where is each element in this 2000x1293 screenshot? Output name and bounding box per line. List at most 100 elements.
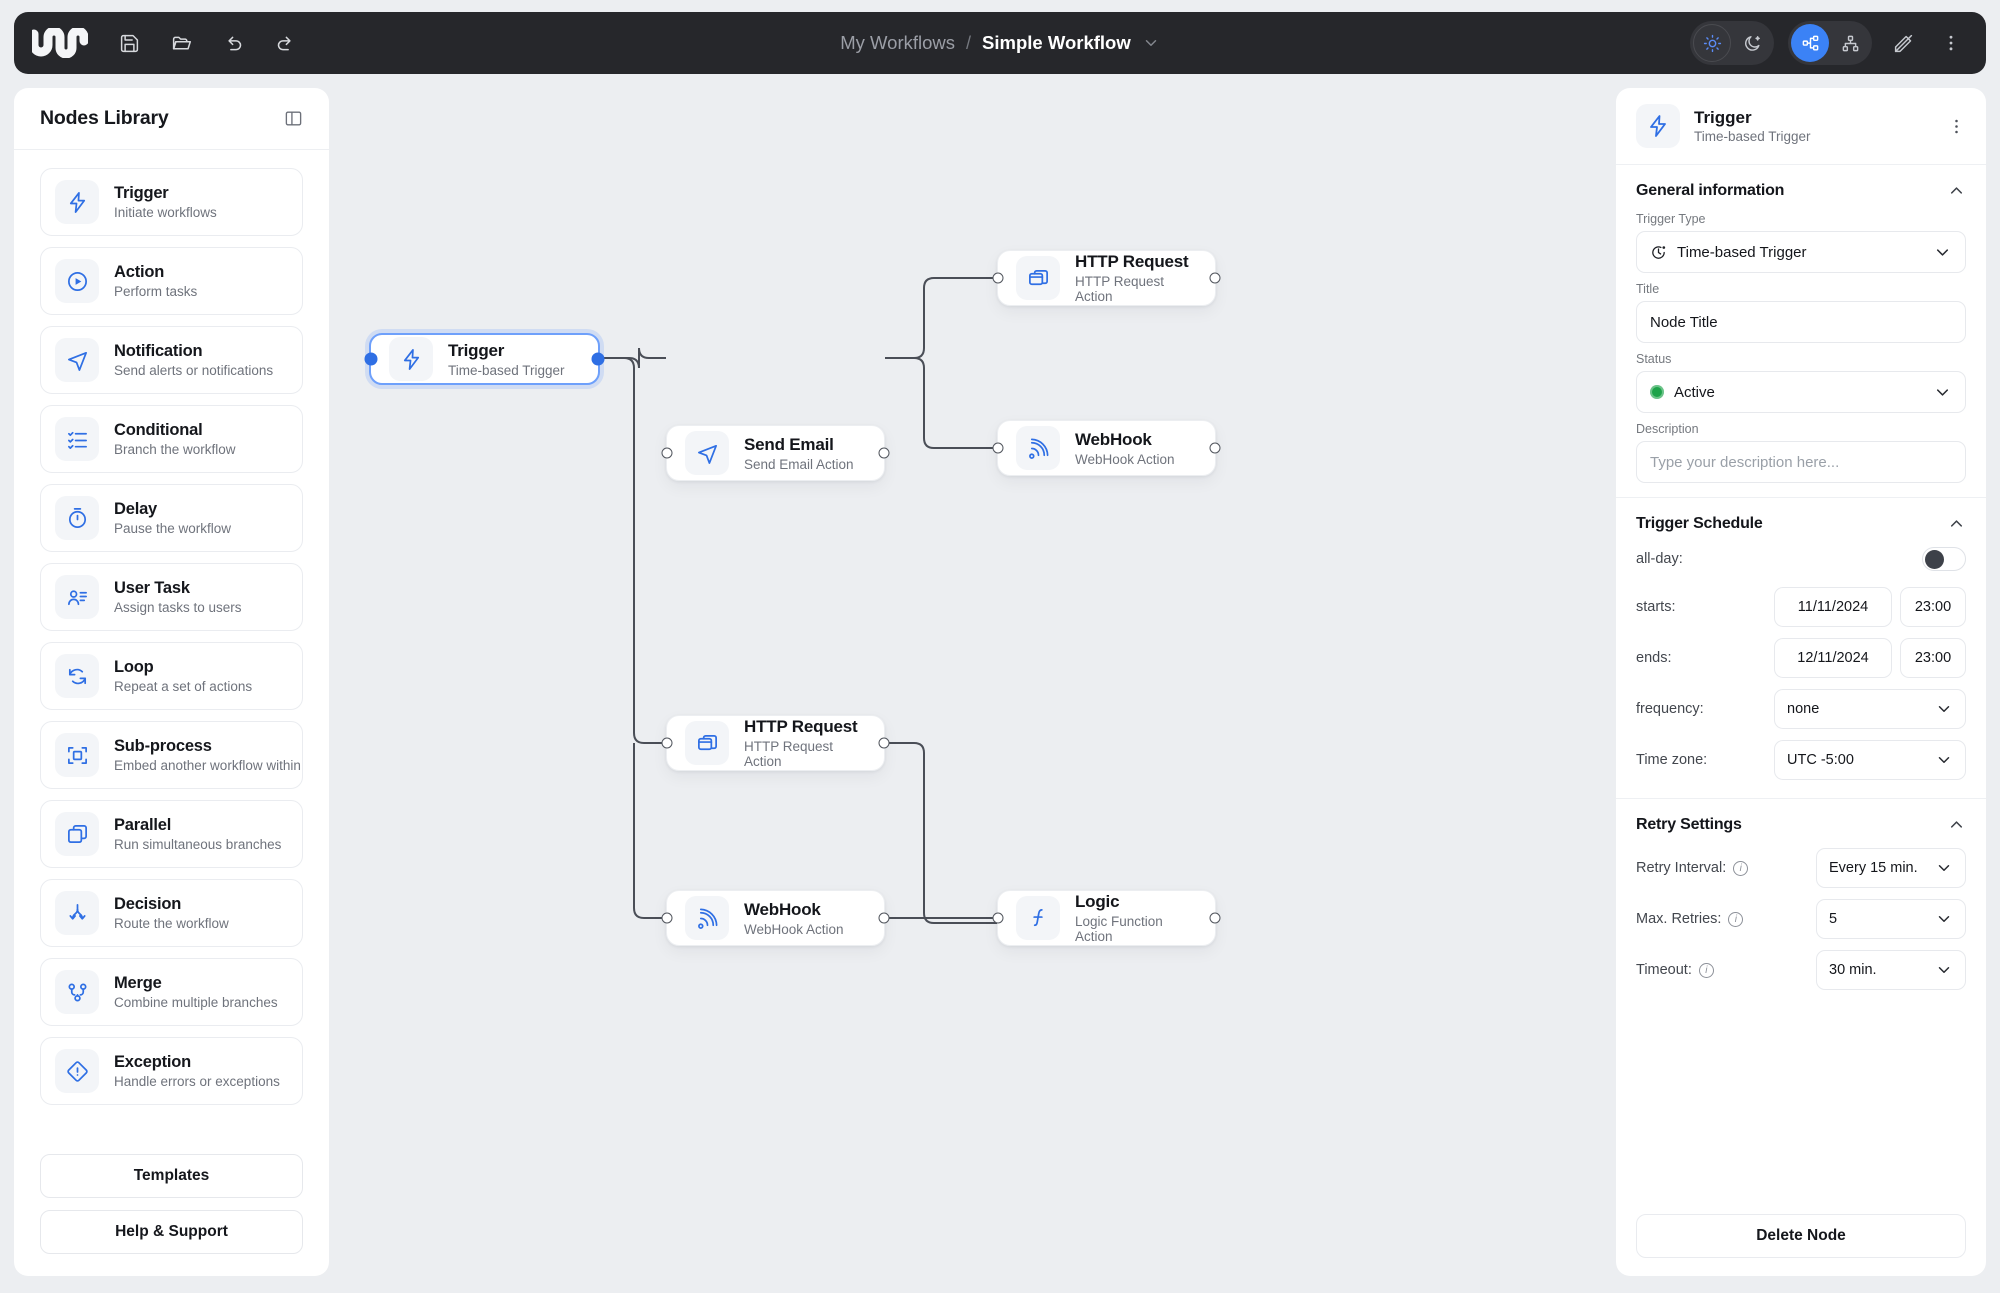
description-input[interactable]: Type your description here...: [1636, 441, 1966, 483]
chevron-down-icon[interactable]: [1933, 383, 1952, 402]
retry-interval-value: Every 15 min.: [1829, 860, 1918, 876]
breadcrumb-current[interactable]: Simple Workflow: [982, 32, 1131, 53]
chevron-up-icon[interactable]: [1947, 181, 1966, 200]
library-node-desc: Route the workflow: [114, 916, 229, 931]
library-node-name: Notification: [114, 342, 203, 360]
undo-icon[interactable]: [218, 28, 248, 58]
node-input-port[interactable]: [661, 447, 673, 459]
node-output-port[interactable]: [878, 447, 890, 459]
node-input-port[interactable]: [992, 912, 1004, 924]
section-schedule-title: Trigger Schedule: [1636, 514, 1763, 532]
node-output-port[interactable]: [1209, 442, 1221, 454]
chevron-down-icon[interactable]: [1935, 751, 1953, 769]
bolt-icon: [55, 180, 99, 224]
delete-node-button[interactable]: Delete Node: [1636, 1214, 1966, 1258]
node-input-port[interactable]: [661, 737, 673, 749]
library-node-desc: Embed another workflow within: [114, 758, 301, 773]
node-input-port[interactable]: [992, 442, 1004, 454]
library-node-desc: Repeat a set of actions: [114, 679, 253, 694]
canvas-node-title: WebHook: [1075, 429, 1152, 449]
magic-wand-icon[interactable]: [1886, 26, 1920, 60]
node-output-port[interactable]: [1209, 912, 1221, 924]
retry-interval-select[interactable]: Every 15 min.: [1816, 848, 1966, 888]
chevron-down-icon[interactable]: [1935, 961, 1953, 979]
chevron-up-icon[interactable]: [1947, 514, 1966, 533]
starts-date-input[interactable]: 11/11/2024: [1774, 587, 1892, 627]
timeout-select[interactable]: 30 min.: [1816, 950, 1966, 990]
title-input[interactable]: Node Title: [1636, 301, 1966, 343]
chevron-down-icon[interactable]: [1935, 700, 1953, 718]
info-icon[interactable]: i: [1698, 962, 1714, 978]
trigger-type-select[interactable]: Time-based Trigger: [1636, 231, 1966, 273]
open-folder-icon[interactable]: [166, 28, 196, 58]
panel-collapse-icon[interactable]: [284, 109, 303, 128]
chevron-down-icon[interactable]: [1935, 859, 1953, 877]
templates-button[interactable]: Templates: [40, 1154, 303, 1198]
more-vertical-icon[interactable]: [1934, 26, 1968, 60]
help-support-button[interactable]: Help & Support: [40, 1210, 303, 1254]
sun-icon[interactable]: [1693, 24, 1731, 62]
frequency-select[interactable]: none: [1774, 689, 1966, 729]
refresh-icon: [55, 654, 99, 698]
timezone-select[interactable]: UTC -5:00: [1774, 740, 1966, 780]
status-select[interactable]: Active: [1636, 371, 1966, 413]
library-node-name: Parallel: [114, 816, 172, 834]
node-input-port[interactable]: [992, 272, 1004, 284]
allday-toggle[interactable]: [1922, 547, 1966, 571]
canvas-node-title: Trigger: [448, 340, 505, 360]
chevron-down-icon[interactable]: [1142, 34, 1160, 52]
app-logo[interactable]: [29, 26, 89, 59]
node-input-port[interactable]: [364, 352, 378, 366]
layout-vertical-icon[interactable]: [1831, 24, 1869, 62]
bolt-icon: [389, 337, 433, 381]
layout-horizontal-icon[interactable]: [1791, 24, 1829, 62]
node-output-port[interactable]: [878, 912, 890, 924]
moon-icon[interactable]: [1733, 24, 1771, 62]
node-output-port[interactable]: [1209, 272, 1221, 284]
section-schedule-header[interactable]: Trigger Schedule: [1636, 514, 1966, 533]
redo-icon[interactable]: [270, 28, 300, 58]
chevron-up-icon[interactable]: [1947, 815, 1966, 834]
frequency-label: frequency:: [1636, 701, 1704, 717]
canvas-node-title: Logic: [1075, 892, 1120, 911]
max-retries-select[interactable]: 5: [1816, 899, 1966, 939]
chevron-down-icon[interactable]: [1935, 910, 1953, 928]
section-retry-header[interactable]: Retry Settings: [1636, 815, 1966, 834]
section-general-header[interactable]: General information: [1636, 181, 1966, 200]
node-output-port[interactable]: [591, 352, 605, 366]
info-icon[interactable]: i: [1733, 860, 1749, 876]
info-icon[interactable]: i: [1728, 911, 1744, 927]
library-node-desc: Handle errors or exceptions: [114, 1074, 280, 1089]
ends-time-input[interactable]: 23:00: [1900, 638, 1966, 678]
more-vertical-icon[interactable]: [1947, 117, 1966, 136]
breadcrumb-parent[interactable]: My Workflows: [840, 32, 956, 53]
node-input-port[interactable]: [661, 912, 673, 924]
node-output-port[interactable]: [878, 737, 890, 749]
starts-time-input[interactable]: 23:00: [1900, 587, 1966, 627]
topbar-right-actions: [1690, 21, 1968, 65]
ends-date-input[interactable]: 12/11/2024: [1774, 638, 1892, 678]
chevron-down-icon[interactable]: [1933, 243, 1952, 262]
save-icon[interactable]: [114, 28, 144, 58]
